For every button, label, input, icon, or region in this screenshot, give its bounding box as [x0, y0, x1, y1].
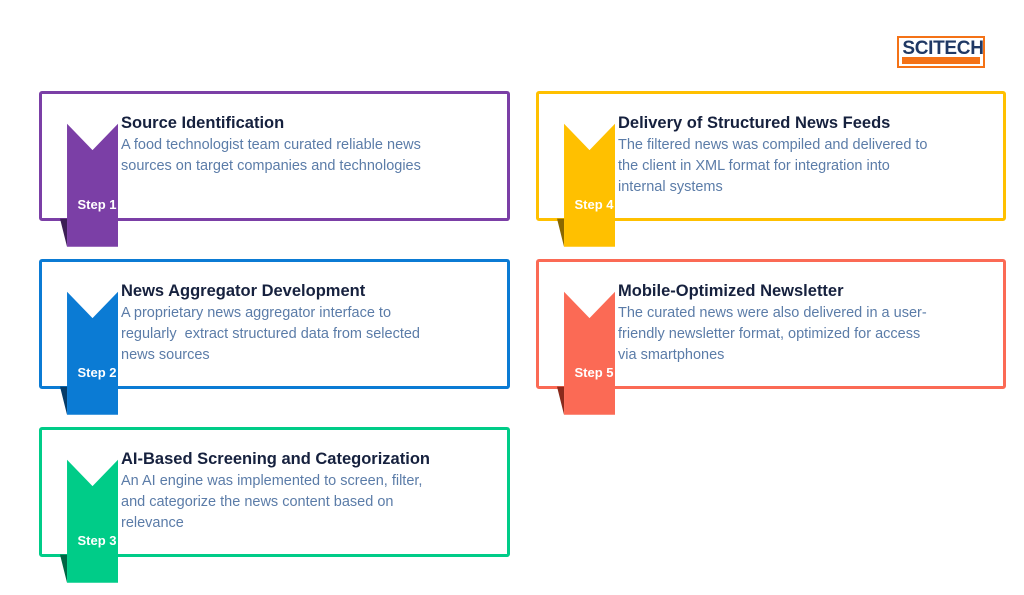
step-description-5: The curated news were also delivered in …	[618, 305, 927, 363]
step-title-1: Source Identification	[121, 114, 285, 132]
scitech-logo-text: SCITECH	[902, 38, 984, 59]
step-title-2: News Aggregator Development	[121, 282, 366, 300]
step-ribbon-3: Step 3	[60, 451, 118, 595]
step-ribbon-shape-5	[557, 291, 615, 415]
step-ribbon-shape-1	[60, 123, 118, 247]
step-title-3: AI-Based Screening and Categorization	[121, 450, 430, 468]
ribbon-shadow-2	[60, 386, 68, 415]
step-text-1: Source Identification A food technologist…	[121, 112, 493, 177]
ribbon-shadow-1	[60, 218, 68, 247]
step-description-3: An AI engine was implemented to screen, …	[121, 473, 423, 531]
step-text-3: AI-Based Screening and Categorization An …	[121, 448, 493, 534]
step-description-4: The filtered news was compiled and deliv…	[618, 137, 928, 195]
ribbon-shadow-3	[60, 554, 68, 583]
ribbon-body-1	[67, 123, 118, 247]
step-text-2: News Aggregator Development A proprietary…	[121, 280, 493, 366]
ribbon-body-4	[564, 123, 615, 247]
ribbon-shadow-4	[557, 218, 565, 247]
step-ribbon-shape-3	[60, 459, 118, 583]
scitech-logo-bar	[902, 57, 980, 64]
step-title-4: Delivery of Structured News Feeds	[618, 114, 891, 132]
ribbon-body-3	[67, 459, 118, 583]
step-description-1: A food technologist team curated reliabl…	[121, 137, 421, 174]
step-ribbon-shape-2	[60, 291, 118, 415]
ribbon-body-5	[564, 291, 615, 415]
step-description-2: A proprietary news aggregator interface …	[121, 305, 420, 363]
step-ribbon-4: Step 4	[557, 115, 615, 259]
ribbon-body-2	[67, 291, 118, 415]
step-ribbon-5: Step 5	[557, 283, 615, 427]
step-ribbon-2: Step 2	[60, 283, 118, 427]
step-ribbon-1: Step 1	[60, 115, 118, 259]
scitech-logo: SCITECH	[897, 36, 985, 68]
step-ribbon-shape-4	[557, 123, 615, 247]
step-title-5: Mobile-Optimized Newsletter	[618, 282, 844, 300]
ribbon-shadow-5	[557, 386, 565, 415]
